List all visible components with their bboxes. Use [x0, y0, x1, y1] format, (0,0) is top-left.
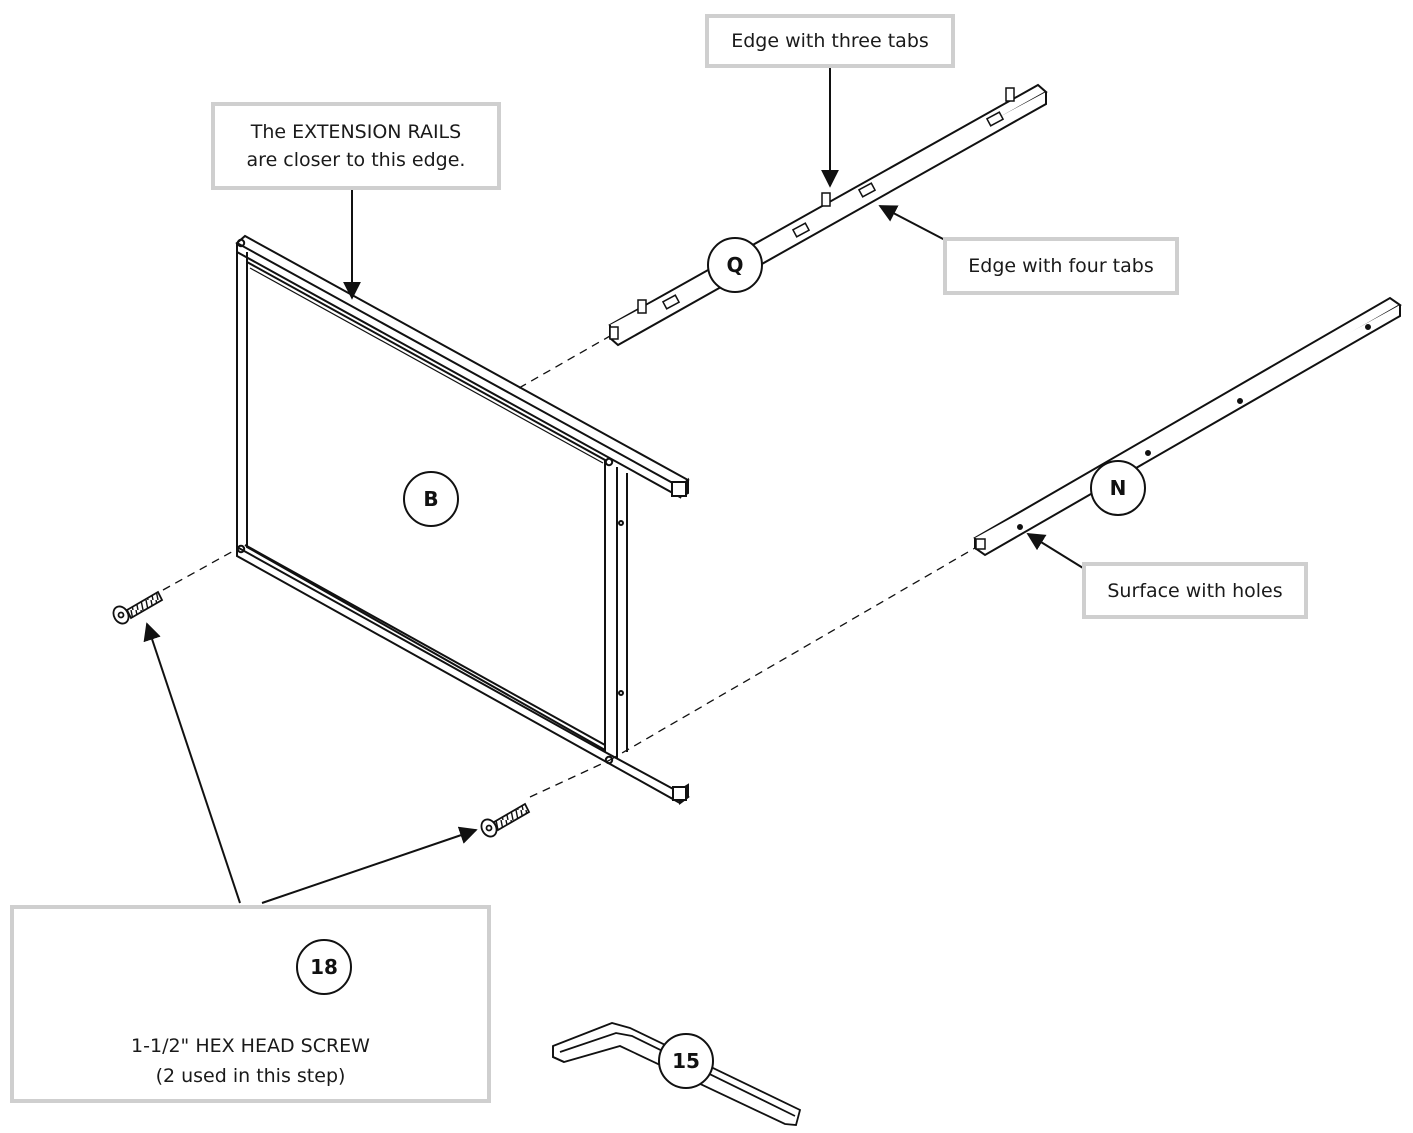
callout-surface-holes-label: Surface with holes: [1107, 579, 1283, 602]
screw-left: [112, 590, 164, 625]
callout-three-tabs: Edge with three tabs: [705, 14, 955, 68]
rail-n: [973, 296, 1402, 557]
screw-right: [480, 802, 531, 838]
part-label-b: B: [403, 471, 459, 527]
legend-line1: 1-1/2" HEX HEAD SCREW: [131, 1035, 370, 1057]
callout-extension-rails: The EXTENSION RAILS are closer to this e…: [211, 102, 501, 190]
legend-line2: (2 used in this step): [155, 1065, 346, 1087]
part-label-18: 18: [296, 939, 352, 995]
callout-surface-holes: Surface with holes: [1082, 562, 1308, 619]
hex-key: [552, 1022, 802, 1126]
part-label-15: 15: [658, 1033, 714, 1089]
callout-four-tabs: Edge with four tabs: [943, 237, 1179, 295]
callout-extension-rails-line2: are closer to this edge.: [246, 149, 466, 171]
callout-three-tabs-label: Edge with three tabs: [731, 30, 929, 52]
callout-four-tabs-label: Edge with four tabs: [968, 255, 1154, 277]
callout-arrows: [143, 68, 1084, 904]
callout-extension-rails-line1: The EXTENSION RAILS: [250, 121, 462, 143]
guide-lines: [162, 335, 976, 798]
part-label-q: Q: [707, 237, 763, 293]
rail-q: [608, 83, 1048, 347]
part-label-n: N: [1090, 460, 1146, 516]
hardware-legend: 1-1/2" HEX HEAD SCREW (2 used in this st…: [10, 905, 491, 1103]
